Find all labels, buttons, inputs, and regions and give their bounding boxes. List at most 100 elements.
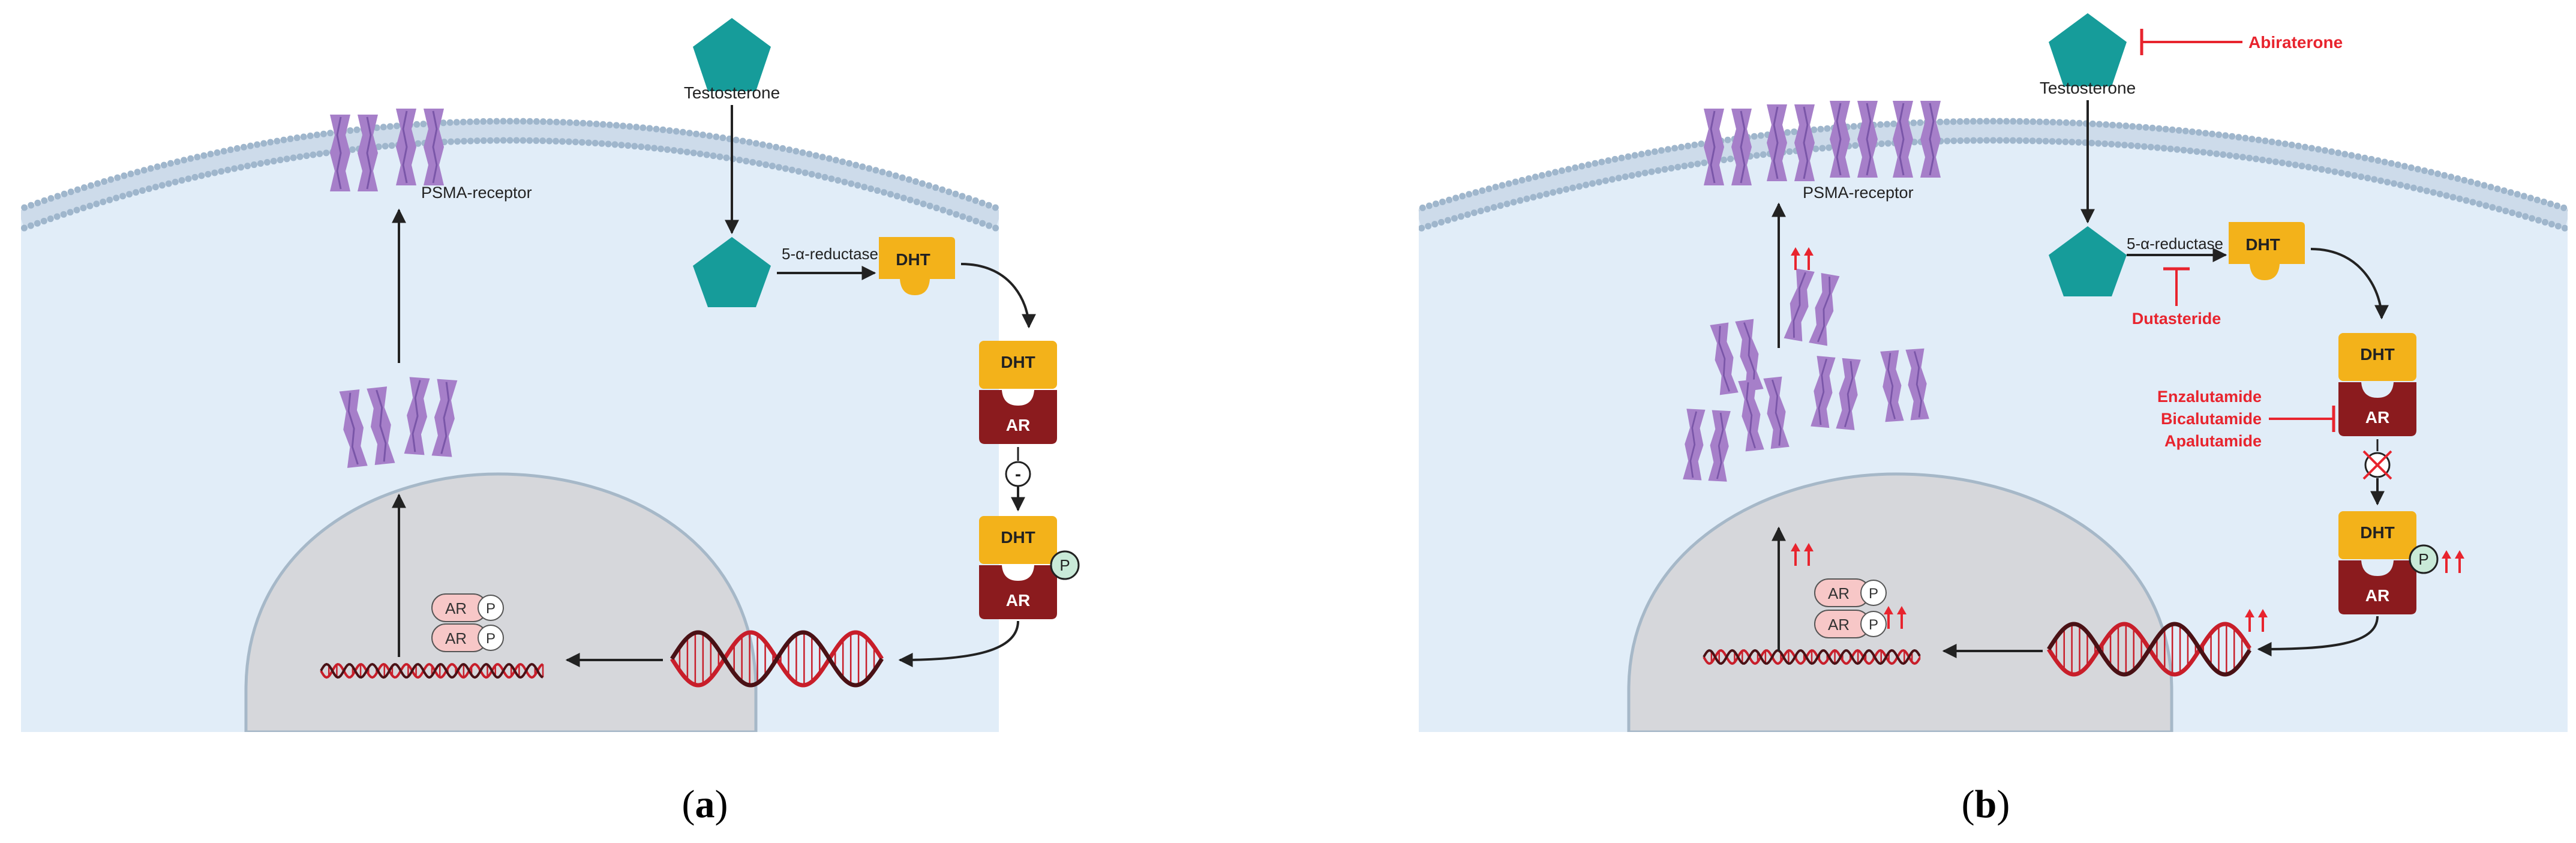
lipid-head xyxy=(2554,223,2562,230)
lipid-head xyxy=(114,174,121,181)
lipid-head xyxy=(2233,152,2240,160)
lipid-head xyxy=(2315,146,2322,153)
apalutamide-label: Apalutamide xyxy=(2164,432,2262,450)
lipid-head xyxy=(526,118,533,125)
lipid-head xyxy=(2374,157,2382,164)
lipid-head xyxy=(2062,119,2070,126)
lipid-head xyxy=(972,217,980,224)
lipid-head xyxy=(247,142,254,149)
lipid-head xyxy=(388,142,395,149)
psma-receptors-cytoplasm xyxy=(339,377,458,468)
dht-label: DHT xyxy=(1001,528,1035,547)
lipid-head xyxy=(2507,189,2514,196)
phosphate-label: P xyxy=(486,631,496,647)
lipid-head xyxy=(2401,163,2408,170)
up-arrow-head xyxy=(1804,247,1814,256)
lipid-head xyxy=(1439,198,1446,205)
psma-receptor xyxy=(1704,109,1752,185)
lipid-head xyxy=(633,124,640,131)
lipid-head xyxy=(1724,136,1731,143)
lipid-head xyxy=(1551,169,1559,176)
upregulation-arrows xyxy=(1791,543,1814,566)
psma-groove xyxy=(1844,361,1854,428)
lipid-head xyxy=(759,141,766,148)
lipid-head xyxy=(1943,118,1950,125)
lipid-head xyxy=(61,190,68,197)
minus-label: - xyxy=(1015,464,1021,484)
lipid-head xyxy=(559,138,566,145)
lipid-head xyxy=(2136,123,2143,130)
lipid-head xyxy=(631,143,638,150)
lipid-head xyxy=(848,180,855,187)
lipid-head xyxy=(413,121,421,128)
lipid-head xyxy=(1583,181,1590,188)
lipid-head xyxy=(2049,119,2056,126)
lipid-head xyxy=(2036,118,2043,125)
lipid-head xyxy=(854,182,861,189)
lipid-head xyxy=(2076,119,2083,127)
lipid-head xyxy=(586,120,593,127)
lipid-head xyxy=(1786,148,1793,155)
lipid-head xyxy=(815,172,822,179)
lipid-head xyxy=(965,195,972,202)
lipid-head xyxy=(2292,161,2299,169)
lipid-head xyxy=(893,193,900,200)
lipid-head xyxy=(1432,200,1439,208)
lipid-head xyxy=(1419,204,1426,211)
up-arrow-head xyxy=(2245,609,2254,617)
lipid-head xyxy=(473,137,481,145)
lipid-head xyxy=(1464,211,1471,218)
lipid-head xyxy=(852,161,860,169)
lipid-head xyxy=(1691,142,1698,149)
lipid-head xyxy=(786,146,793,154)
lipid-head xyxy=(2441,172,2448,179)
lipid-head xyxy=(625,142,632,149)
lipid-head xyxy=(2169,126,2176,133)
lipid-head xyxy=(867,185,875,193)
lipid-head xyxy=(160,161,167,169)
lipid-head xyxy=(1819,145,1826,152)
lipid-head xyxy=(1760,151,1767,158)
upregulation-arrows xyxy=(2245,609,2268,632)
lipid-head xyxy=(618,142,625,149)
arrow-dht-binding xyxy=(960,263,1036,329)
lipid-head xyxy=(2421,167,2428,174)
up-arrow-head xyxy=(2258,609,2268,617)
lipid-head xyxy=(547,118,554,125)
lipid-head xyxy=(2259,156,2266,163)
psma-groove xyxy=(1689,411,1698,478)
lipid-head xyxy=(1532,173,1539,181)
lipid-head xyxy=(913,199,920,206)
lipid-head xyxy=(605,140,612,148)
lipid-head xyxy=(460,118,467,125)
lipid-head xyxy=(107,176,115,183)
lipid-head xyxy=(1497,202,1504,209)
lipid-head xyxy=(158,182,166,189)
psma-receptor-label: PSMA-receptor xyxy=(1803,184,1914,202)
lipid-head xyxy=(1589,180,1596,187)
lipid-head xyxy=(743,158,750,165)
lipid-head xyxy=(2095,140,2102,147)
lipid-head xyxy=(2200,149,2207,156)
lipid-head xyxy=(2481,182,2488,189)
lipid-head xyxy=(651,145,658,152)
lipid-head xyxy=(1559,167,1566,174)
lipid-head xyxy=(716,153,723,160)
lipid-head xyxy=(154,163,161,170)
lipid-head xyxy=(2561,224,2568,232)
lipid-head xyxy=(440,119,447,127)
lipid-head xyxy=(2515,211,2523,218)
lipid-head xyxy=(2371,176,2378,183)
lipid-head xyxy=(1459,193,1466,200)
lipid-head xyxy=(1826,144,1833,151)
lipid-head xyxy=(2101,140,2109,148)
lipid-head xyxy=(2003,118,2010,125)
lipid-head xyxy=(1791,128,1798,136)
lipid-head xyxy=(1425,202,1433,209)
lipid-head xyxy=(1688,161,1695,169)
dht-bound xyxy=(979,341,1057,389)
lipid-head xyxy=(1615,175,1622,182)
lipid-head xyxy=(185,175,192,182)
lipid-head xyxy=(1983,137,1990,144)
lipid-head xyxy=(2206,149,2214,157)
